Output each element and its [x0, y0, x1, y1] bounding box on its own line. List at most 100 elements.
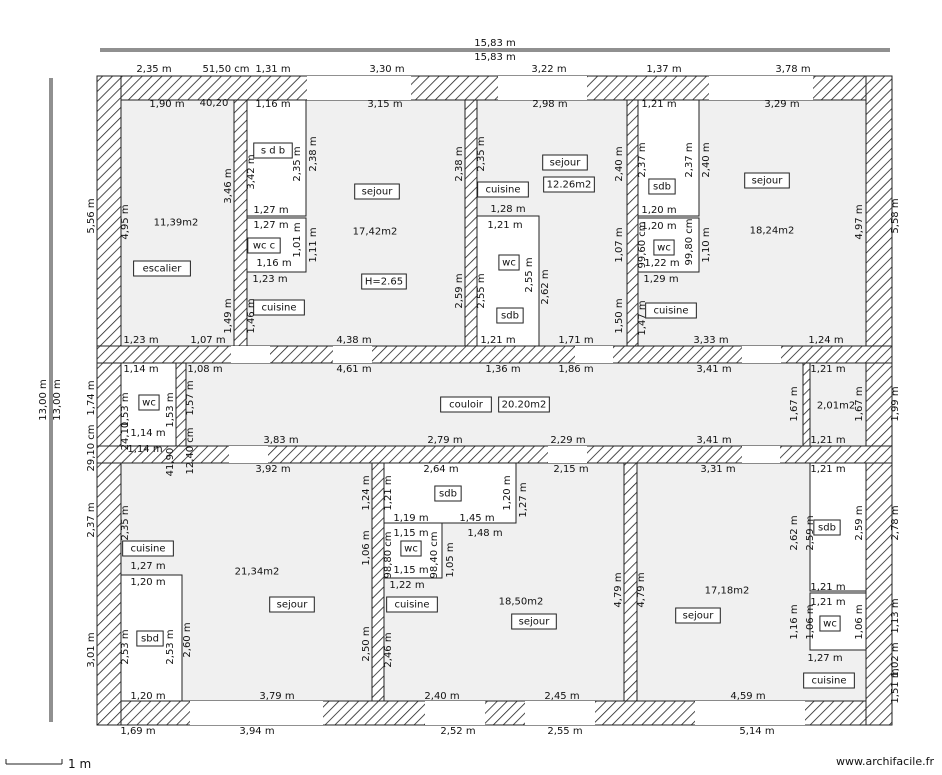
- rooms: [120, 99, 867, 702]
- dimension-v-51: 1,21 m: [383, 475, 394, 510]
- opening-2: [709, 76, 813, 100]
- opening-5: [525, 701, 595, 725]
- dimension-v-35: 99,80 cm: [684, 218, 695, 265]
- dimension-v-29: 1,07 m: [614, 227, 625, 262]
- dimension-v-60: 2,62 m: [789, 515, 800, 550]
- label-cuisine-1-box: [253, 299, 305, 316]
- dimension-h-3: 51,50 cm: [202, 64, 249, 75]
- dimension-v-40: 1,53 m: [165, 392, 176, 427]
- label-wc-3: wc: [657, 243, 671, 254]
- dimension-h-17: 1,27 m: [253, 220, 288, 231]
- label-cuisine-5-box: [386, 596, 438, 613]
- dimension-v-32: 2,37 m: [684, 142, 695, 177]
- dimension-h-64: 3,79 m: [259, 691, 294, 702]
- dimension-h-68: 1,69 m: [120, 726, 155, 737]
- dimension-h-5: 3,30 m: [369, 64, 404, 75]
- label-sejour-2: sejour: [550, 158, 582, 169]
- dimension-v-26: 2,55 m: [524, 257, 535, 292]
- dimension-h-61: 1,21 m: [810, 597, 845, 608]
- dimension-h-20: 1,28 m: [490, 204, 525, 215]
- dimension-h-56: 1,15 m: [393, 565, 428, 576]
- dimension-v-1: 13,00 m: [52, 379, 63, 421]
- label-wc-4-box: [138, 394, 160, 411]
- dimension-v-41: 1,57 m: [185, 380, 196, 415]
- dimension-h-36: 1,36 m: [485, 364, 520, 375]
- dimension-v-15: 1,49 m: [223, 298, 234, 333]
- dimension-v-21: 1,46 m: [246, 298, 257, 333]
- dimension-h-12: 3,15 m: [367, 99, 402, 110]
- dimension-v-34: 99,60 cm: [637, 221, 648, 268]
- label-sdb-4-box: [434, 485, 462, 502]
- dimension-h-19: 1,23 m: [252, 274, 287, 285]
- label-couloir-box: [440, 396, 492, 413]
- opening-12: [548, 446, 587, 463]
- overall-dimension-lines: [49, 48, 890, 722]
- label-cuisine-6-box: [803, 672, 855, 689]
- dimension-v-44: 41,90: [165, 448, 176, 477]
- dimension-h-21: 1,21 m: [487, 220, 522, 231]
- dimension-h-18: 1,16 m: [256, 258, 291, 269]
- small-room-2: [476, 215, 540, 347]
- dimension-h-9: 1,90 m: [149, 99, 184, 110]
- label-sejour-3: sejour: [752, 176, 784, 187]
- label-sejour-3-box: [744, 172, 790, 189]
- dimension-h-11: 1,16 m: [255, 99, 290, 110]
- dimension-h-42: 3,83 m: [263, 435, 298, 446]
- label-wc-1-box: [247, 237, 281, 254]
- scale-label: 1 m: [68, 757, 91, 771]
- dimension-v-56: 1,20 m: [502, 475, 513, 510]
- area-4: 2,01m2: [817, 401, 855, 412]
- dimension-v-13: 4,95 m: [120, 204, 131, 239]
- dimension-v-36: 1,10 m: [701, 227, 712, 262]
- label-wc-1: wc c: [253, 241, 275, 252]
- dimension-h-60: 1,21 m: [810, 582, 845, 593]
- dimension-v-54: 1,05 m: [445, 542, 456, 577]
- opening-9: [575, 346, 613, 363]
- dimension-v-6: 3,01 m: [86, 632, 97, 667]
- dimension-h-8: 3,78 m: [775, 64, 810, 75]
- dimension-h-32: 1,24 m: [808, 335, 843, 346]
- label-escalier-box: [133, 260, 191, 277]
- dimension-h-66: 2,45 m: [544, 691, 579, 702]
- label-sdb-5-box: [813, 519, 841, 536]
- dimension-h-27: 1,07 m: [190, 335, 225, 346]
- dimension-h-0: 15,83 m: [474, 38, 516, 49]
- dimension-h-33: 1,14 m: [123, 364, 158, 375]
- dimension-h-24: 1,22 m: [644, 258, 679, 269]
- dimension-v-10: 1,13 m: [890, 598, 901, 633]
- dimension-h-67: 4,59 m: [730, 691, 765, 702]
- label-cuisine-4-box: [122, 540, 174, 557]
- dimension-h-47: 3,92 m: [255, 464, 290, 475]
- dimension-h-37: 1,86 m: [558, 364, 593, 375]
- label-sbd: sbd: [141, 634, 159, 645]
- dimension-v-20: 1,11 m: [308, 227, 319, 262]
- opening-7: [231, 346, 270, 363]
- dimension-v-0: 13,00 m: [38, 379, 49, 421]
- dimension-h-4: 1,31 m: [255, 64, 290, 75]
- dimension-v-28: 2,40 m: [614, 146, 625, 181]
- label-sejour-6-box: [675, 607, 721, 624]
- opening-10: [742, 346, 781, 363]
- dimension-v-66: 2,53 m: [120, 629, 131, 664]
- label-sdb-3: sdb: [653, 182, 671, 193]
- dimension-h-31: 3,33 m: [693, 335, 728, 346]
- dimension-v-48: 1,24 m: [361, 475, 372, 510]
- label-sejour-5-box: [511, 613, 557, 630]
- dimension-v-53: 98,40 cm: [429, 531, 440, 578]
- area-6: 18,50m2: [499, 597, 544, 608]
- opening-3: [190, 701, 323, 725]
- label-sbd-box: [136, 630, 164, 647]
- label-cuisine-2: cuisine: [485, 185, 520, 196]
- label-sejour-1-box: [354, 183, 400, 200]
- dimension-h-14: 1,21 m: [641, 99, 676, 110]
- label-sejour-6: sejour: [683, 611, 715, 622]
- label-area-couloir-box: [498, 396, 550, 413]
- dimension-v-8: 1,99 m: [890, 386, 901, 421]
- dimension-v-64: 1,06 m: [805, 604, 816, 639]
- dimension-h-55: 1,15 m: [393, 528, 428, 539]
- room-5: [809, 362, 867, 447]
- dimension-h-57: 1,22 m: [389, 580, 424, 591]
- dimension-v-30: 1,50 m: [614, 298, 625, 333]
- label-wc-6-box: [819, 615, 841, 632]
- label-wc-5: wc: [404, 544, 418, 555]
